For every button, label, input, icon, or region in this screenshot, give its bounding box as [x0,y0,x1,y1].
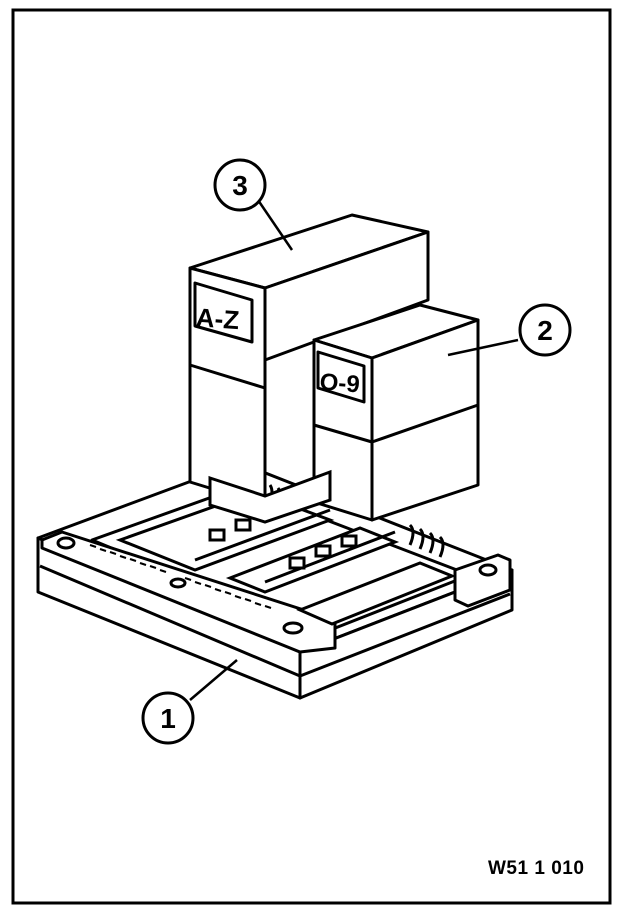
mounting-hole [56,536,76,550]
mounting-hole [478,563,498,577]
letter-block [188,213,430,507]
figure-reference-code: W51 1 010 [488,858,585,879]
letter-block-label-plate [193,281,254,344]
callout-2-number: 2 [537,315,553,346]
scale-markings [89,544,272,609]
callout-3: 3 [213,158,294,251]
figure-border [11,8,612,905]
mounting-hole [282,621,304,635]
mounting-hole [169,577,187,589]
callout-1: 1 [141,659,238,745]
callout-2: 2 [447,303,572,357]
digit-block [312,303,480,522]
letter-block-label: A-Z [195,302,240,335]
callout-1-number: 1 [160,703,176,734]
digit-block-label-plate [316,350,366,404]
digit-block-label: O-9 [319,369,361,399]
callout-3-number: 3 [232,170,248,201]
